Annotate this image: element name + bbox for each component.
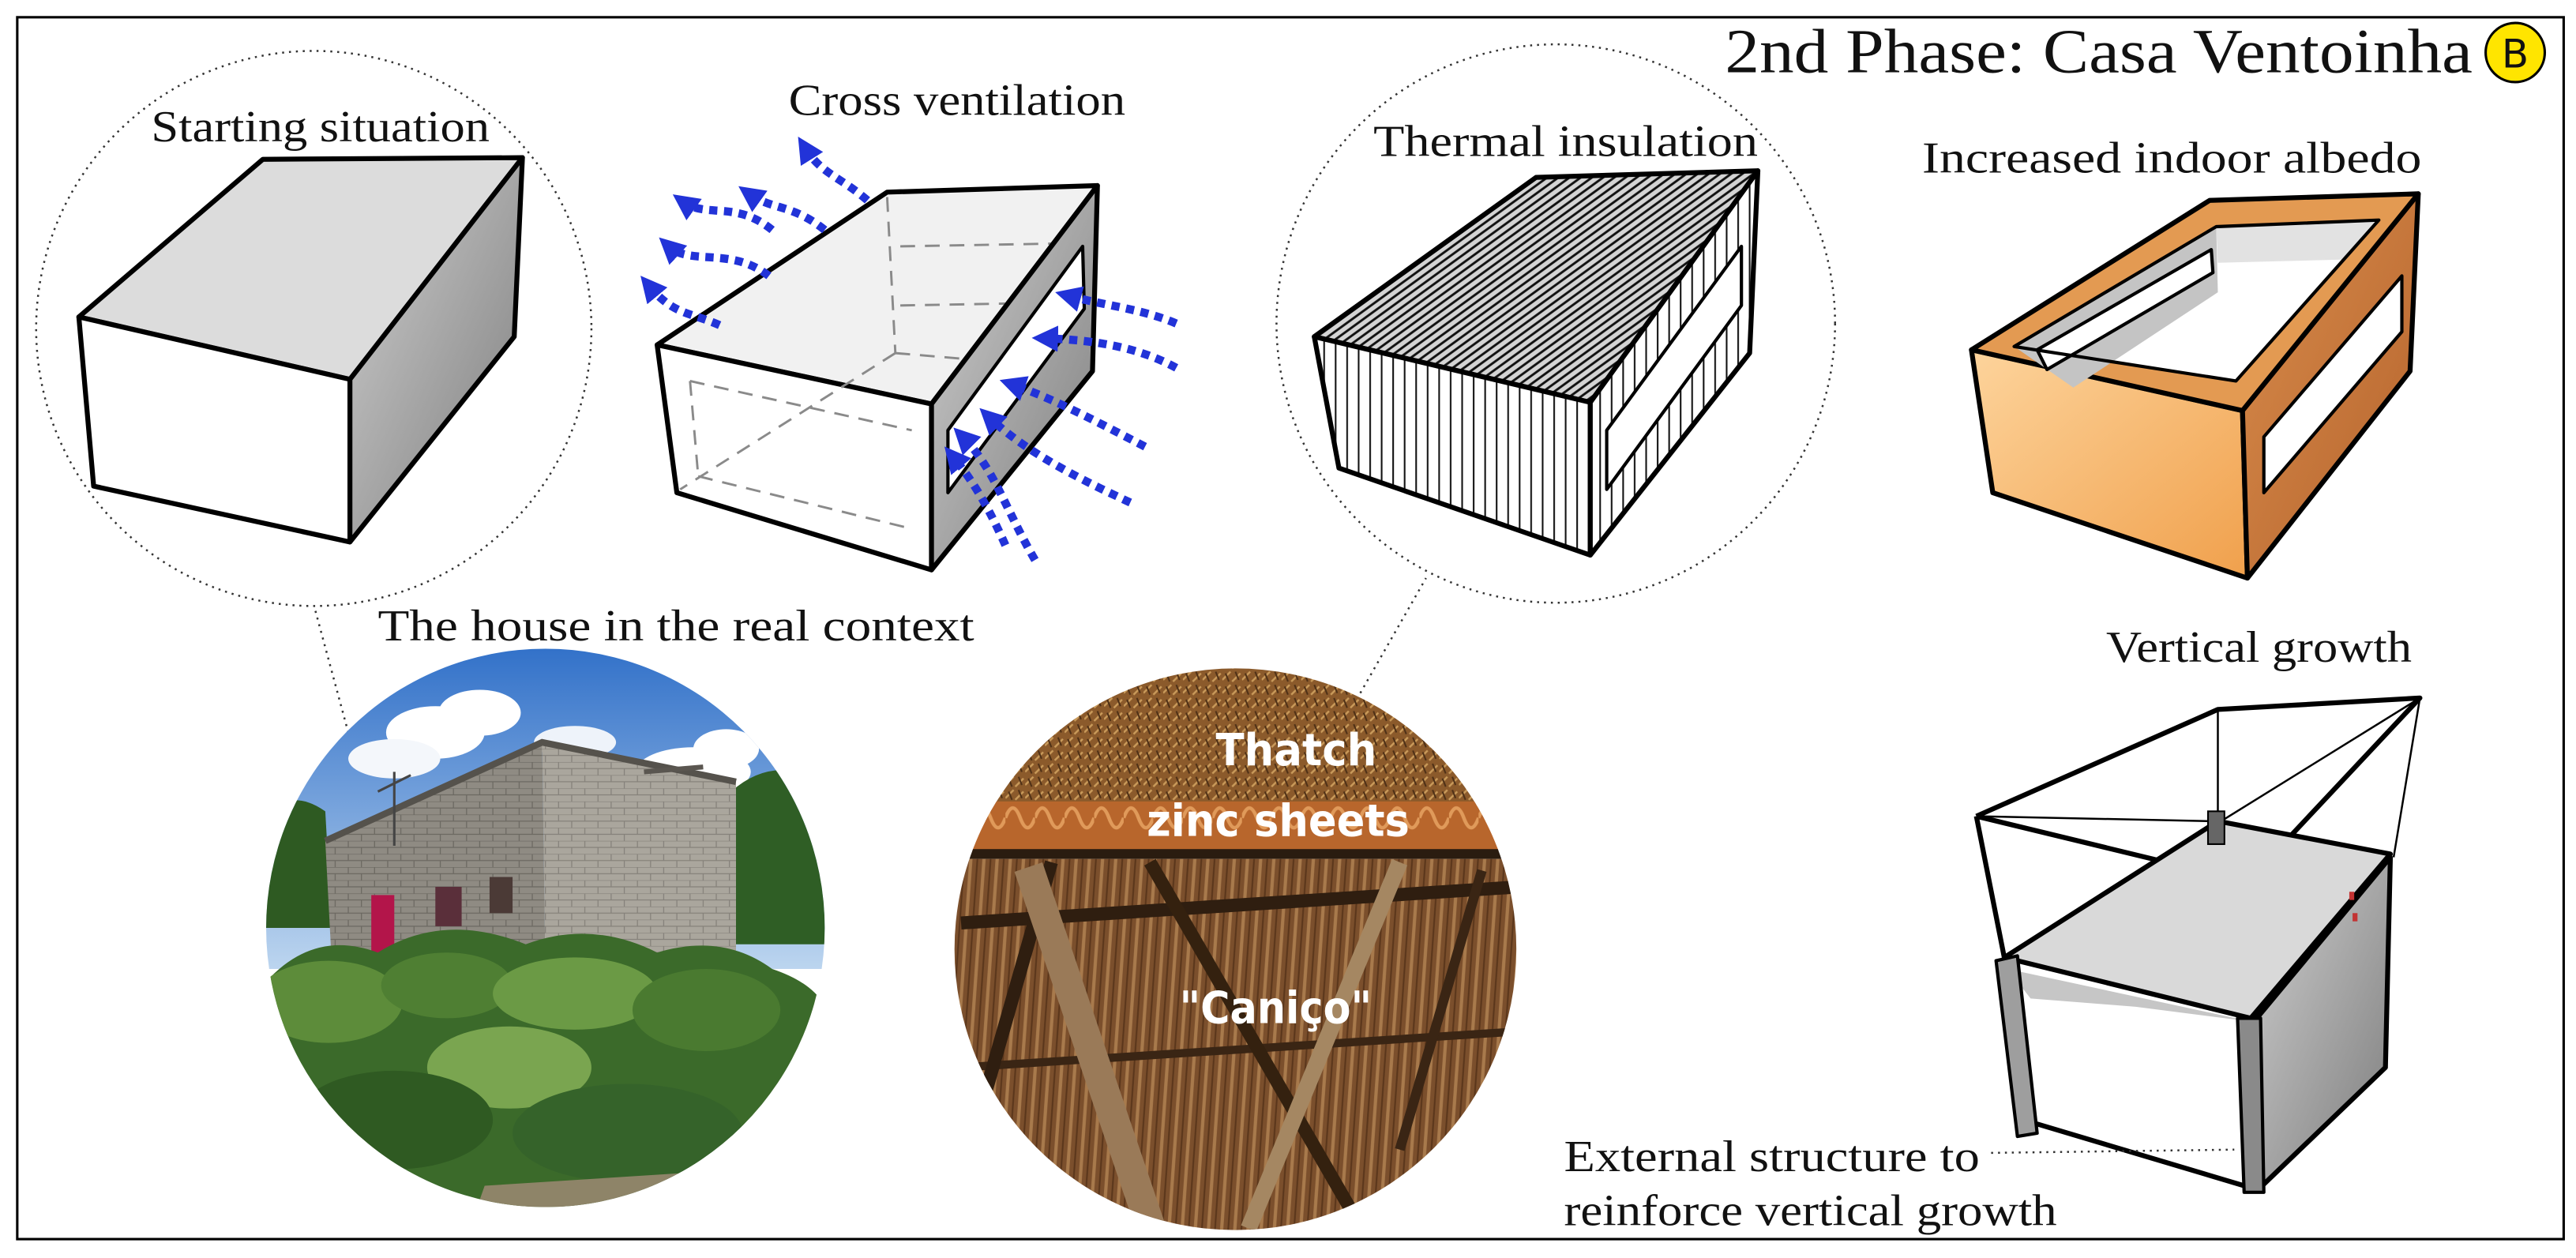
airflow-arrow-in (999, 376, 1147, 451)
interior-opening-outline (2012, 218, 2381, 383)
zinc-sheet-layer (954, 801, 1517, 851)
airflow-arrows (640, 137, 1179, 562)
photo-cloud (348, 738, 441, 779)
airflow-arrow-in (944, 446, 1009, 547)
house-roof-beam (644, 764, 704, 775)
vertical-growth-label: Vertical growth (2106, 623, 2412, 672)
house-photo-leader (314, 610, 350, 733)
starting-situation-zoom-ring (35, 50, 593, 607)
house-red-door (371, 895, 395, 953)
photo-cloud (693, 729, 760, 769)
external-pillar-front (2236, 1016, 2266, 1194)
frame-guide-line (2392, 697, 2421, 858)
interior-edge (885, 197, 897, 354)
frame-guide-line (2220, 697, 2421, 822)
bush-shadow (513, 1083, 743, 1183)
roof-photo-leader (1359, 577, 1427, 694)
thermal-insulation-zoom-ring (1275, 43, 1837, 604)
starting-situation-label: Starting situation (151, 103, 490, 152)
bush-highlight (632, 968, 781, 1051)
roof-pole (1014, 862, 1168, 1230)
roof-rafter (960, 1027, 1517, 1072)
indoor-albedo-label: Increased indoor albedo (1922, 133, 2421, 182)
badge-circle (2484, 21, 2547, 84)
roof-rafter (1144, 858, 1369, 1230)
house-window (489, 877, 513, 914)
back-pillar (2206, 810, 2225, 845)
interior-edge (689, 381, 700, 477)
cross-ventilation-label: Cross ventilation (789, 77, 1125, 126)
zinc-sheets-label: zinc sheets (1147, 796, 1410, 847)
canico-label: "Caniço" (1180, 983, 1372, 1035)
interior-edge (679, 351, 896, 490)
house-window (435, 887, 462, 926)
interior-edge (697, 475, 912, 531)
indoor-albedo-diagram: Increased indoor albedo (1922, 133, 2421, 581)
airflow-arrow-out (738, 186, 828, 234)
interior-window-slit (2035, 248, 2215, 371)
bush-highlight (493, 957, 658, 1030)
starting-situation-diagram: Starting situation (35, 50, 593, 607)
external-pillar-left (1994, 954, 2039, 1139)
ground-edge (2023, 1117, 2245, 1189)
interior-wall-back (2216, 220, 2379, 263)
house-gable-wall (542, 742, 736, 969)
external-structure-label-line2: reinforce vertical growth (1564, 1186, 2057, 1235)
airflow-arrow-in (1031, 325, 1179, 372)
layer-separator (954, 849, 1517, 859)
airflow-arrow-out (659, 237, 772, 280)
roof-rafter (1395, 869, 1487, 1151)
phase-badge: B (2484, 21, 2547, 84)
thatch-label: Thatch (1215, 725, 1376, 776)
vertical-growth-diagram: Vertical growth External structure to re… (1564, 623, 2423, 1235)
box-side-face (347, 155, 525, 545)
window-slit (2262, 274, 2404, 494)
interior-edge (689, 380, 912, 432)
badge-letter: B (2502, 31, 2529, 77)
photo-cloud (438, 689, 521, 736)
antenna-icon (377, 772, 411, 847)
roof-pole (1241, 858, 1408, 1230)
anchor-mark (2353, 913, 2358, 922)
bush-highlight (381, 952, 513, 1019)
new-floor-slab (2001, 818, 2394, 1021)
interior-edge (895, 351, 1091, 371)
bush-highlight (266, 960, 403, 1043)
frame-post-left (1973, 815, 2007, 959)
airflow-arrow-in (979, 407, 1132, 507)
thermal-insulation-label: Thermal insulation (1373, 118, 1758, 167)
slide-title: 2nd Phase: Casa Ventoinha (1725, 18, 2473, 87)
cross-ventilation-diagram: Cross ventilation (640, 77, 1179, 573)
anchor-mark (2349, 892, 2355, 900)
frame-guide-line (1976, 815, 2210, 823)
house-photo-caption: The house in the real context (377, 602, 974, 651)
external-structure-label-line1: External structure to (1564, 1132, 1980, 1181)
thermal-insulation-diagram: Thermal insulation (1275, 43, 1837, 604)
airflow-arrow-in (953, 427, 1039, 562)
window-slit (1605, 244, 1744, 491)
